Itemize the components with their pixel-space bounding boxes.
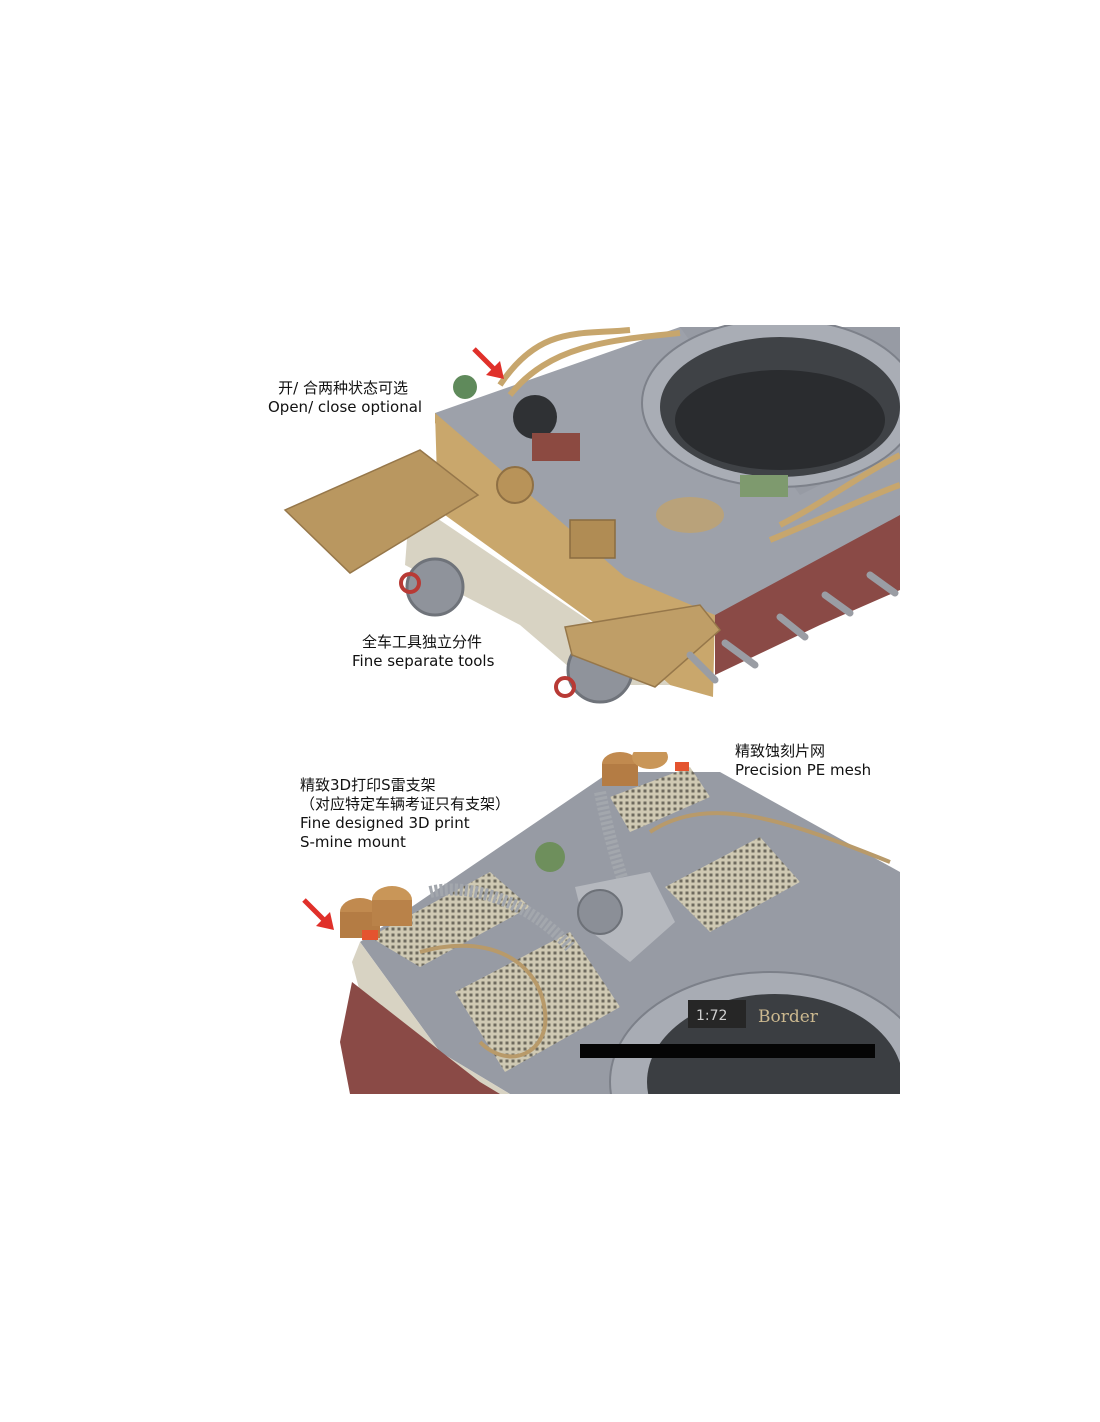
brand-logo: Border (758, 1007, 819, 1027)
caption-s-mine-en1: Fine designed 3D print (300, 814, 470, 832)
hull-side-primer (340, 982, 500, 1094)
pe-mesh-left-lower (455, 932, 620, 1072)
tank-engine-deck-render: 1:72 Border (340, 752, 900, 1094)
s-mine-mount-right (602, 752, 668, 786)
tow-cable-right (648, 811, 891, 864)
green-canister (453, 375, 477, 399)
sprocket-left (405, 557, 465, 617)
tool-box-red (532, 433, 580, 461)
black-bar (580, 1044, 875, 1058)
caption-pe-mesh-zh: 精致蚀刻片网 (735, 742, 826, 760)
armor-cap (656, 497, 724, 533)
caption-open-close-zh: 开/ 合两种状态可选 (278, 379, 408, 397)
coil-hose-right (594, 790, 636, 904)
caption-s-mine-zh2: （对应特定车辆考证只有支架） (300, 795, 511, 813)
scale-badge-bg (688, 1000, 746, 1028)
side-primer-plate (715, 515, 900, 675)
tow-shackle-left (399, 572, 421, 594)
green-canister-bottom (535, 842, 565, 872)
bottom-render-panel: 1:72 Border (302, 752, 900, 1094)
red-arrow-icon (302, 898, 334, 930)
caption-s-mine-mount: 精致3D打印S雷支架 （对应特定车辆考证只有支架） Fine designed … (300, 776, 510, 852)
caption-pe-mesh-en: Precision PE mesh (735, 761, 872, 779)
jack-block (740, 475, 788, 497)
caption-separate-tools-en: Fine separate tools (352, 652, 495, 670)
top-render-panel (260, 325, 900, 705)
pe-mesh-right-upper (610, 767, 710, 832)
orange-bracket-right (675, 762, 689, 771)
hatch-opening (513, 395, 557, 439)
caption-separate-tools-zh: 全车工具独立分件 (361, 633, 482, 651)
turret-ring-inner-shadow (675, 370, 885, 470)
tow-cable-side (768, 452, 900, 543)
scale-badge: 1:72 (696, 1008, 727, 1024)
caption-s-mine-en2: S-mine mount (300, 833, 406, 851)
caption-open-close: 开/ 合两种状态可选 Open/ close optional (268, 379, 423, 417)
caption-pe-mesh: 精致蚀刻片网 Precision PE mesh (735, 742, 871, 780)
tank-rear-hull-render (283, 325, 900, 704)
tow-shackle-right (554, 676, 576, 698)
caption-open-close-en: Open/ close optional (268, 398, 423, 416)
caption-separate-tools: 全车工具独立分件 Fine separate tools (352, 633, 495, 671)
rear-bracket (569, 519, 616, 559)
tow-cable-loop (419, 943, 548, 1059)
fan-cover (577, 889, 623, 935)
pe-mesh-right-lower (665, 837, 800, 932)
tow-cable (497, 327, 681, 397)
caption-s-mine-zh1: 精致3D打印S雷支架 (300, 776, 436, 794)
suspension-stubs (686, 571, 899, 684)
orange-bracket-left (362, 930, 378, 940)
hinged-plate-right (564, 604, 722, 688)
coil-hose-left (428, 883, 575, 952)
hinged-plate-left (283, 449, 480, 574)
exhaust-cover (496, 466, 534, 504)
red-arrow-icon (472, 347, 504, 379)
